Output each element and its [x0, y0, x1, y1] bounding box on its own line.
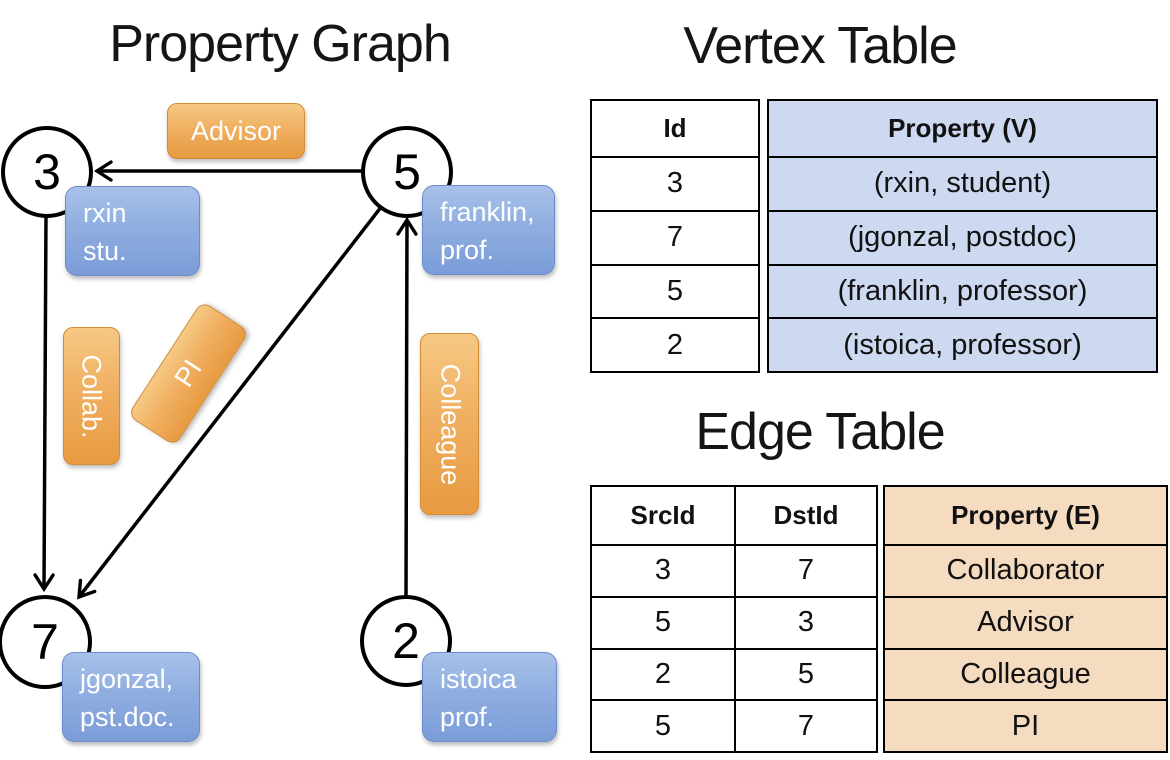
- edge-table-title: Edge Table: [695, 403, 945, 461]
- edge-table-property-cell: PI: [885, 701, 1166, 751]
- vertex-id-7: 7: [31, 614, 59, 670]
- edge-table-srcid-cell: 5: [654, 709, 672, 742]
- vertex-table-id-cell: 7: [666, 221, 684, 254]
- edge-label-collab: Collab.: [63, 327, 120, 465]
- edge-table-srcid-cell: 3: [654, 554, 672, 587]
- vertex-label-3-line1: rxin: [83, 198, 127, 228]
- edge-table-dstid-cell: 5: [734, 649, 876, 700]
- vertex-table-title: Vertex Table: [683, 17, 957, 75]
- vertex-label-2-line1: istoica: [440, 664, 517, 694]
- vertex-table-id-cell: 3: [666, 167, 684, 200]
- edge-5-to-7: [77, 200, 387, 600]
- edge-label-pi-text: PI: [168, 354, 208, 393]
- edge-table-header-srcid: SrcId: [630, 500, 696, 530]
- vertex-table-property-cell: (jgonzal, postdoc): [769, 211, 1156, 264]
- vertex-table-property-cell: (istoica, professor): [769, 319, 1156, 371]
- vertex-table-id-column: Id 3 7 5 2: [590, 99, 760, 373]
- edge-table-dstid-cell: 7: [734, 701, 876, 751]
- edge-label-colleague-text: Colleague: [435, 363, 465, 485]
- edge-table-property-cell: Collaborator: [885, 546, 1166, 596]
- vertex-table-id-cell: 5: [666, 274, 684, 307]
- vertex-id-5: 5: [393, 144, 421, 200]
- vertex-label-5: franklin, prof.: [422, 185, 555, 275]
- edge-table-property-cell: Colleague: [885, 649, 1166, 700]
- vertex-table-header-id: Id: [663, 113, 687, 143]
- vertex-id-3: 3: [33, 144, 61, 200]
- vertex-table-property-cell: (rxin, student): [769, 158, 1156, 210]
- edge-label-colleague: Colleague: [420, 333, 479, 515]
- vertex-table-header-property: Property (V): [769, 101, 1156, 156]
- vertex-id-2: 2: [392, 613, 420, 669]
- property-graph-canvas: [0, 126, 453, 689]
- edge-table-id-columns: SrcId DstId 3 7 5 3 2 5 5 7: [590, 485, 878, 753]
- edge-table-srcid-cell: 5: [654, 606, 672, 639]
- vertex-label-3-line2: stu.: [83, 236, 127, 266]
- vertex-label-2-line2: prof.: [440, 702, 495, 732]
- vertex-label-5-line2: prof.: [440, 235, 495, 265]
- edge-2-to-5: [396, 216, 418, 599]
- edge-3-to-7: [33, 213, 55, 593]
- vertex-label-3: rxin stu.: [65, 186, 200, 276]
- edge-label-advisor: Advisor: [167, 103, 305, 159]
- vertex-table-id-cell: 2: [666, 328, 684, 361]
- edge-table-header-property: Property (E): [885, 487, 1166, 544]
- edge-table-dstid-cell: 3: [734, 597, 876, 648]
- edge-table-header-dstid: DstId: [734, 487, 876, 544]
- edge-table-property-cell: Advisor: [885, 597, 1166, 648]
- edge-table-property-column: Property (E) Collaborator Advisor Collea…: [883, 485, 1168, 753]
- vertex-table-property-column: Property (V) (rxin, student) (jgonzal, p…: [767, 99, 1158, 373]
- edge-label-advisor-text: Advisor: [190, 115, 282, 146]
- vertex-table-property-cell: (franklin, professor): [769, 265, 1156, 318]
- vertex-label-7-line2: pst.doc.: [80, 702, 175, 732]
- vertex-label-7: jgonzal, pst.doc.: [62, 652, 200, 742]
- vertex-label-5-line1: franklin,: [440, 197, 535, 227]
- edge-table-srcid-cell: 2: [654, 657, 672, 690]
- vertex-label-7-line1: jgonzal,: [80, 664, 174, 694]
- vertex-label-2: istoica prof.: [422, 652, 557, 742]
- edge-table-dstid-cell: 7: [734, 546, 876, 596]
- edge-label-collab-text: Collab.: [77, 353, 108, 439]
- property-graph-title: Property Graph: [109, 15, 452, 73]
